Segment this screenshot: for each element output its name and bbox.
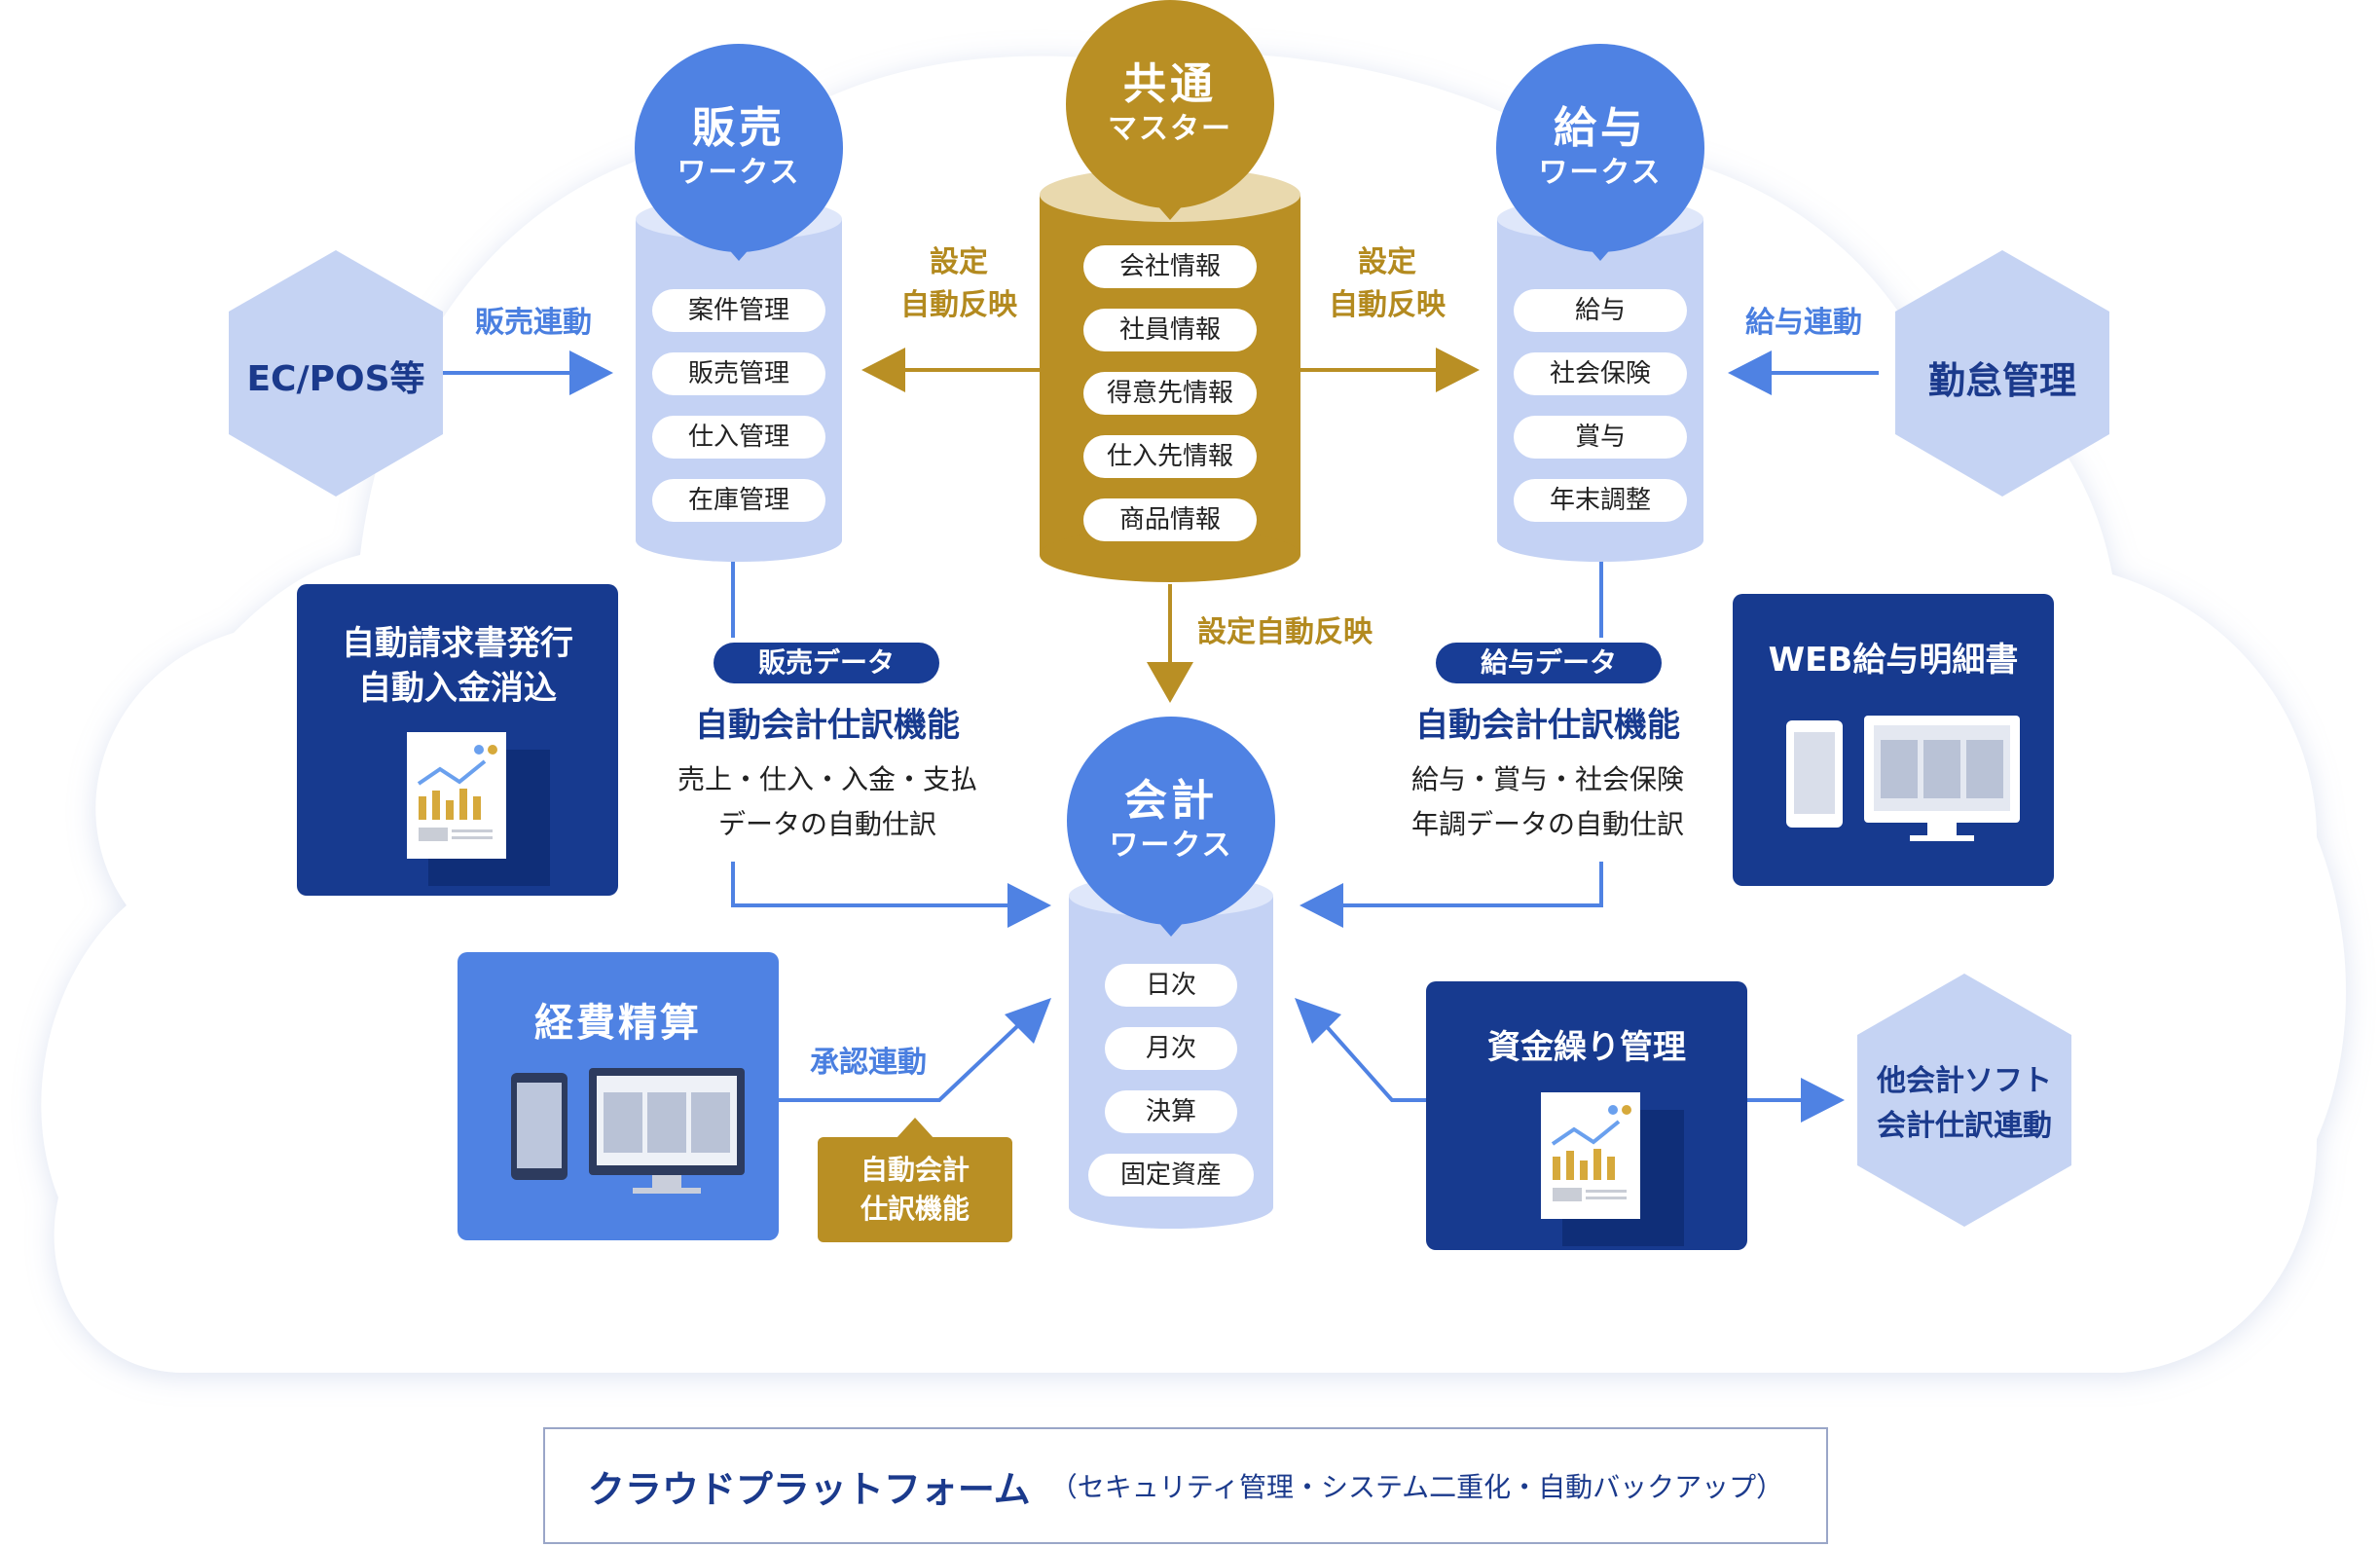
arrowheads-gold [861, 348, 1480, 1139]
payroll-data-tag: 給与データ [1436, 643, 1662, 683]
accounting-item: 決算 [1105, 1090, 1237, 1133]
expense-title: 経費精算 [534, 1001, 702, 1046]
sales-item: 仕入管理 [652, 416, 825, 459]
expense-auto-line: 仕訳機能 [860, 1193, 970, 1225]
invoice-panel-title: 自動請求書発行 自動入金消込 [342, 624, 573, 708]
expense-panel: 経費精算 [458, 952, 779, 1240]
sales-title: 販売 [692, 102, 786, 153]
sales-item: 在庫管理 [652, 479, 825, 522]
invoice-panel: 自動請求書発行 自動入金消込 [297, 584, 618, 896]
cashflow-title: 資金繰り管理 [1487, 1028, 1686, 1067]
connector-lines [443, 371, 1879, 1102]
sales-item: 販売管理 [652, 352, 825, 395]
web-payslip-title: WEB給与明細書 [1768, 641, 2019, 680]
expense-auto-box: 自動会計 仕訳機能 [818, 1137, 1012, 1242]
master-circle: 共通 マスター [1066, 0, 1274, 208]
settings-reflect-left: 設定 自動反映 [900, 245, 1017, 322]
master-item: 商品情報 [1083, 498, 1257, 541]
sales-data-tag: 販売データ [714, 643, 939, 683]
connector-gold [891, 368, 1450, 672]
footer-cloud-platform: クラウドプラットフォーム （セキュリティ管理・システム二重化・自動バックアップ） [543, 1427, 1828, 1544]
sales-subtitle: ワークス [677, 156, 801, 191]
payroll-data-desc: 給与・賞与・社会保険 年調データの自動仕訳 [1410, 763, 1684, 840]
cashflow-panel: 資金繰り管理 [1426, 981, 1747, 1250]
master-item: 得意先情報 [1083, 372, 1257, 415]
settings-reflect-down: 設定自動反映 [1197, 615, 1373, 649]
hex-ec-pos [229, 250, 443, 497]
sales-link-label: 販売連動 [475, 306, 592, 340]
payroll-circle: 給与 ワークス [1496, 44, 1704, 252]
accounting-pointer [1157, 921, 1185, 937]
arrowheads-blue [569, 350, 1845, 1123]
sales-data-heading: 自動会計仕訳機能 [695, 706, 960, 745]
payroll-subtitle: ワークス [1538, 156, 1663, 191]
footer-main: クラウドプラットフォーム [587, 1467, 1031, 1511]
payroll-item: 給与 [1514, 289, 1687, 332]
accounting-item: 固定資産 [1088, 1154, 1254, 1197]
hex-attendance [1895, 250, 2109, 497]
master-item: 仕入先情報 [1083, 435, 1257, 478]
footer-sub: （セキュリティ管理・システム二重化・自動バックアップ） [1049, 1471, 1784, 1503]
web-payslip-panel: WEB給与明細書 [1733, 594, 2054, 886]
accounting-circle: 会計 ワークス [1067, 717, 1275, 925]
master-item: 社員情報 [1083, 309, 1257, 351]
master-item: 会社情報 [1083, 245, 1257, 288]
sales-item: 案件管理 [652, 289, 825, 332]
sales-circle: 販売 ワークス [635, 44, 843, 252]
master-pointer [1156, 204, 1184, 220]
accounting-item: 月次 [1105, 1027, 1237, 1070]
payroll-data-heading: 自動会計仕訳機能 [1415, 706, 1680, 745]
payroll-item: 年末調整 [1514, 479, 1687, 522]
payroll-item: 賞与 [1514, 416, 1687, 459]
approval-link-label: 承認連動 [810, 1046, 927, 1080]
other-software-label: 他会計ソフト 会計仕訳連動 [1877, 1064, 2052, 1143]
accounting-item: 日次 [1105, 964, 1237, 1007]
settings-reflect-right: 設定 自動反映 [1329, 245, 1446, 322]
accounting-subtitle: ワークス [1109, 829, 1233, 864]
expense-auto-line: 自動会計 [860, 1154, 970, 1186]
attendance-label: 勤怠管理 [1927, 359, 2076, 402]
master-subtitle: マスター [1108, 112, 1232, 147]
payroll-item: 社会保険 [1514, 352, 1687, 395]
accounting-title: 会計 [1124, 775, 1218, 826]
hex-other-software [1857, 974, 2071, 1227]
ec-pos-label: EC/POS等 [246, 359, 425, 399]
payroll-link-label: 給与連動 [1745, 306, 1862, 340]
master-title: 共通 [1123, 58, 1217, 109]
payroll-title: 給与 [1554, 102, 1647, 153]
sales-data-desc: 売上・仕入・入金・支払 データの自動仕訳 [677, 763, 977, 840]
